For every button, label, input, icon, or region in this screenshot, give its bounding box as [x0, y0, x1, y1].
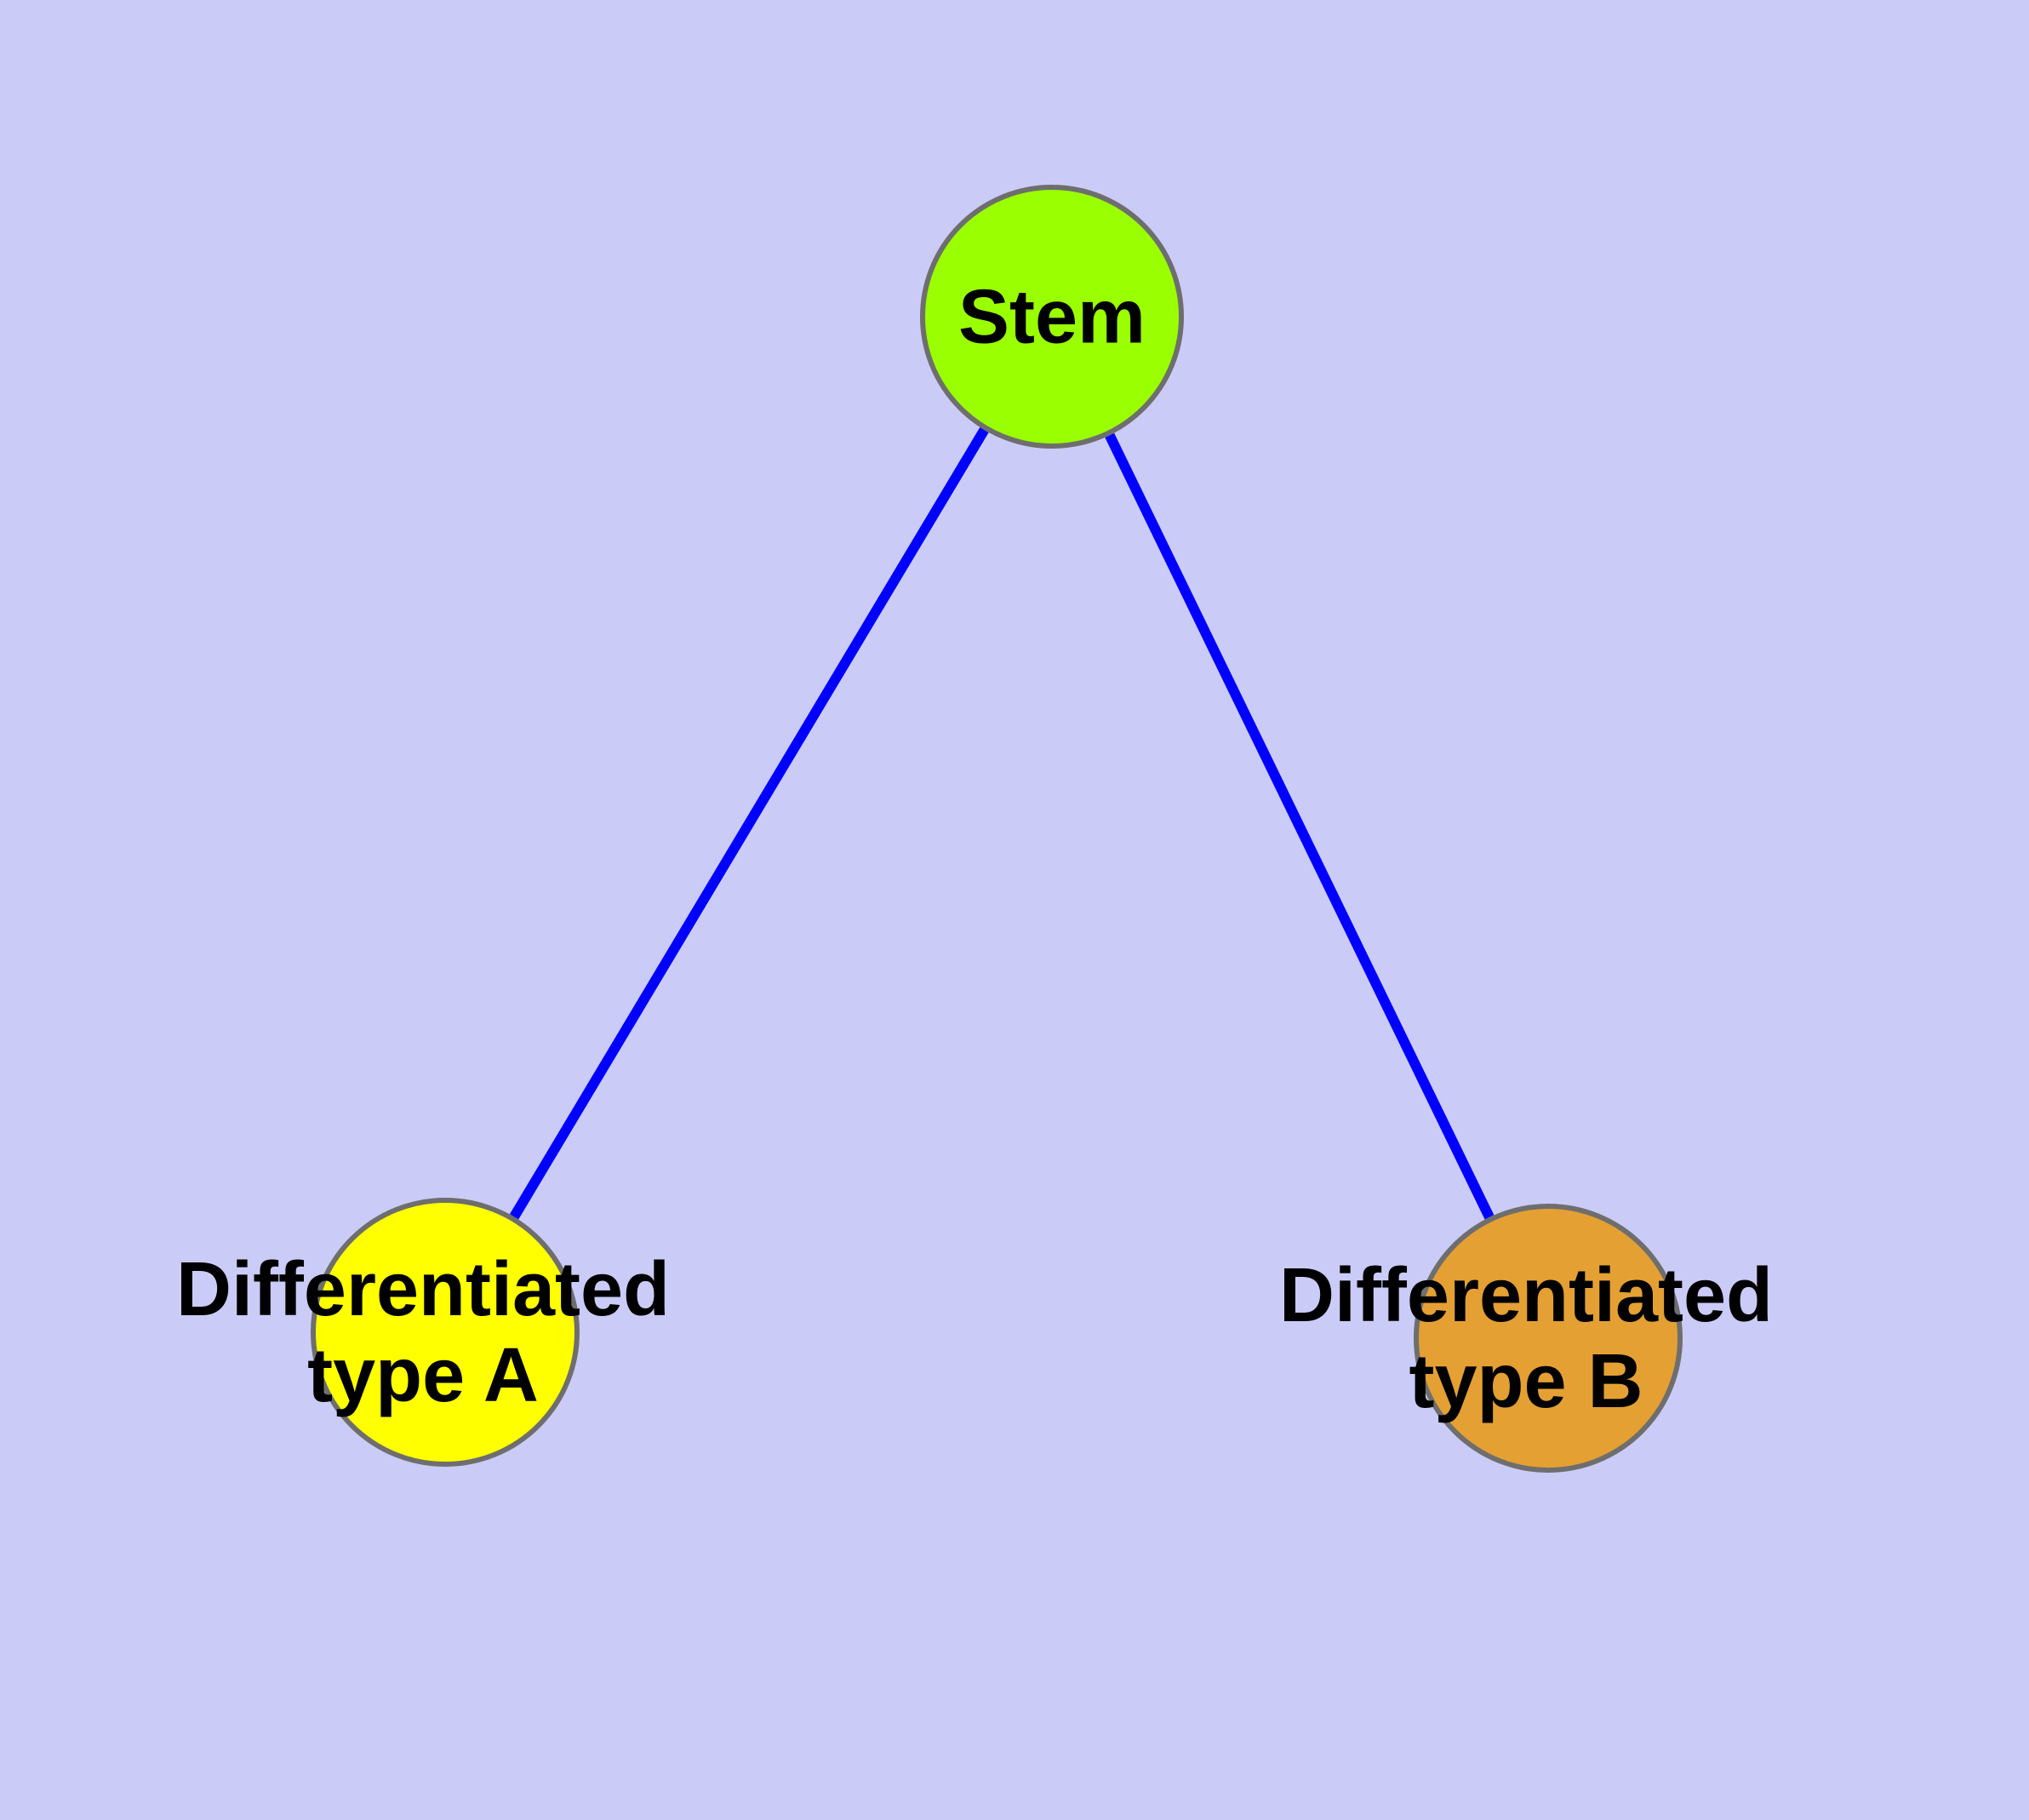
edge-layer [509, 426, 1495, 1220]
node-diff-a-circle[interactable] [311, 1198, 580, 1467]
node-label-line: type A [307, 1333, 539, 1418]
node-stem[interactable] [920, 185, 1184, 449]
node-label-line: Differentiated [176, 1247, 670, 1332]
node-diff-b-circle[interactable] [1414, 1204, 1683, 1473]
node-layer [311, 185, 1683, 1473]
node-label-line: Differentiated [1279, 1253, 1773, 1338]
node-diff-a[interactable] [311, 1198, 580, 1467]
node-diff-b[interactable] [1414, 1204, 1683, 1473]
node-stem-label: Stem [958, 275, 1146, 360]
edge-stem-to-diff-b[interactable] [1105, 432, 1495, 1220]
edge-stem-to-diff-a[interactable] [509, 426, 989, 1220]
node-label-line: type B [1409, 1339, 1643, 1424]
node-stem-circle[interactable] [920, 185, 1184, 449]
node-label-line: Stem [958, 275, 1146, 360]
